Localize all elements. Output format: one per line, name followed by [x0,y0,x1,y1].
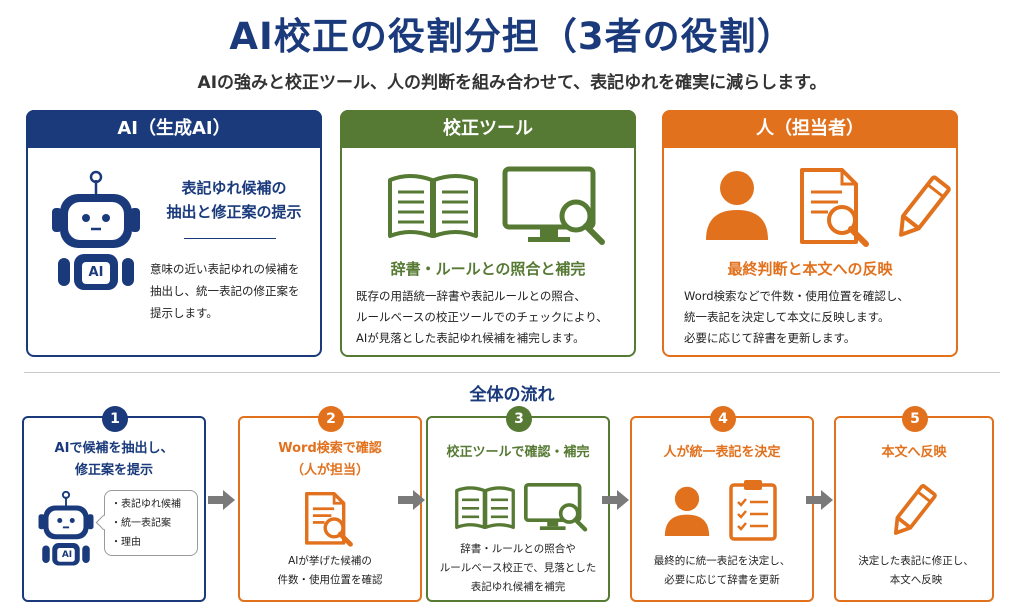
speech-bubble: ・表記ゆれ候補 ・統一表記案 ・理由 [104,490,198,556]
pencil-icon [893,484,937,535]
flow-step-2: 2 Word検索で確認 （人が担当） AIが挙げた候補の 件数・使用位置を確認 [238,406,422,602]
open-book-icon [388,174,478,238]
role-card-header: 人（担当者） [662,110,958,148]
document-search-icon [305,491,353,547]
role-card-description: 意味の近い表記ゆれの候補を 抽出し、統一表記の修正案を 提示します。 [150,262,300,320]
monitor-search-icon [524,482,588,532]
flow-arrow-icon [806,490,833,510]
step-title: AIで候補を抽出し、 修正案を提示 [54,441,174,478]
open-book-icon [455,486,515,530]
checklist-icon [729,480,777,541]
step-title: Word検索で確認 （人が担当） [278,441,382,478]
page-title: AI校正の役割分担（3者の役割） [229,15,795,58]
step-title: 本文へ反映 [881,445,947,460]
step-title: 人が統一表記を決定 [663,445,781,460]
robot-icon [52,170,140,290]
flow-arrow-icon [398,490,425,510]
step-description: 決定した表記に修正し、 本文へ反映 [858,555,974,586]
heading-underline [184,238,276,239]
person-icon [664,486,710,536]
robot-badge-text: AI [61,550,73,560]
section-divider [24,372,1000,373]
role-card-heading: 辞書・ルールとの照合と補完 [390,260,586,278]
step-description: 辞書・ルールとの照合や ルールベース校正で、見落とした 表記ゆれ候補を補完 [439,543,597,593]
role-card-description: Word検索などで件数・使用位置を確認し、 統一表記を決定して本文に反映します。… [684,289,909,345]
role-card-tool: 校正ツール 辞書・ルールとの照合と補完 既存の用語統一辞書や表記ルールとの照合、… [340,110,636,357]
step-description: AIが挙げた候補の 件数・使用位置を確認 [277,555,383,586]
step-description: 最終的に統一表記を決定し、 必要に応じて辞書を更新 [653,555,791,586]
step-number: 2 [318,406,344,432]
role-card-description: 既存の用語統一辞書や表記ルールとの照合、 ルールベースの校正ツールでのチェックに… [356,289,608,345]
page-subtitle: AIの強みと校正ツール、人の判断を組み合わせて、表記ゆれを確実に減らします。 [197,73,827,93]
step-number: 1 [102,406,128,432]
document-search-icon [800,168,869,247]
step-number: 5 [902,406,928,432]
role-card-header: 校正ツール [340,110,636,148]
role-card-heading: 表記ゆれ候補の 抽出と修正案の提示 [166,179,302,221]
role-card-header: AI（生成AI） [26,110,322,148]
flow-arrow-icon [208,490,235,510]
flow-step-4: 4 人が統一表記を決定 最終的に統一表記を決定し、 必要に応じて辞書を更新 [630,406,814,602]
role-card-ai: AI（生成AI） AI 表記ゆれ候補の 抽出と修正案の提示 意味の近い表記ゆれの… [26,110,322,357]
step-title: 校正ツールで確認・補完 [446,445,590,460]
flow-step-5: 5 本文へ反映 決定した表記に修正し、 本文へ反映 [834,406,994,602]
step-number: 3 [506,406,532,432]
robot-badge-text: AI [88,265,104,280]
person-icon [706,171,768,240]
flow-step-3: 3 校正ツールで確認・補完 辞書・ルールとの照合や ルールベース校正で、見落とし… [426,406,610,602]
step-number: 4 [710,406,736,432]
role-card-human: 人（担当者） 最終判断と本文への反映 Word検索などで件数・使用位置を確認し、… [662,110,958,357]
pencil-icon [899,175,951,237]
flow-title: 全体の流れ [469,385,555,405]
robot-icon [38,490,94,566]
flow-step-1: 1 AIで候補を抽出し、 修正案を提示 AI ・表記ゆれ候補 ・統一表記案 ・理… [22,406,206,602]
flow-arrow-icon [602,490,629,510]
monitor-search-icon [502,166,605,245]
role-card-heading: 最終判断と本文への反映 [727,260,893,278]
